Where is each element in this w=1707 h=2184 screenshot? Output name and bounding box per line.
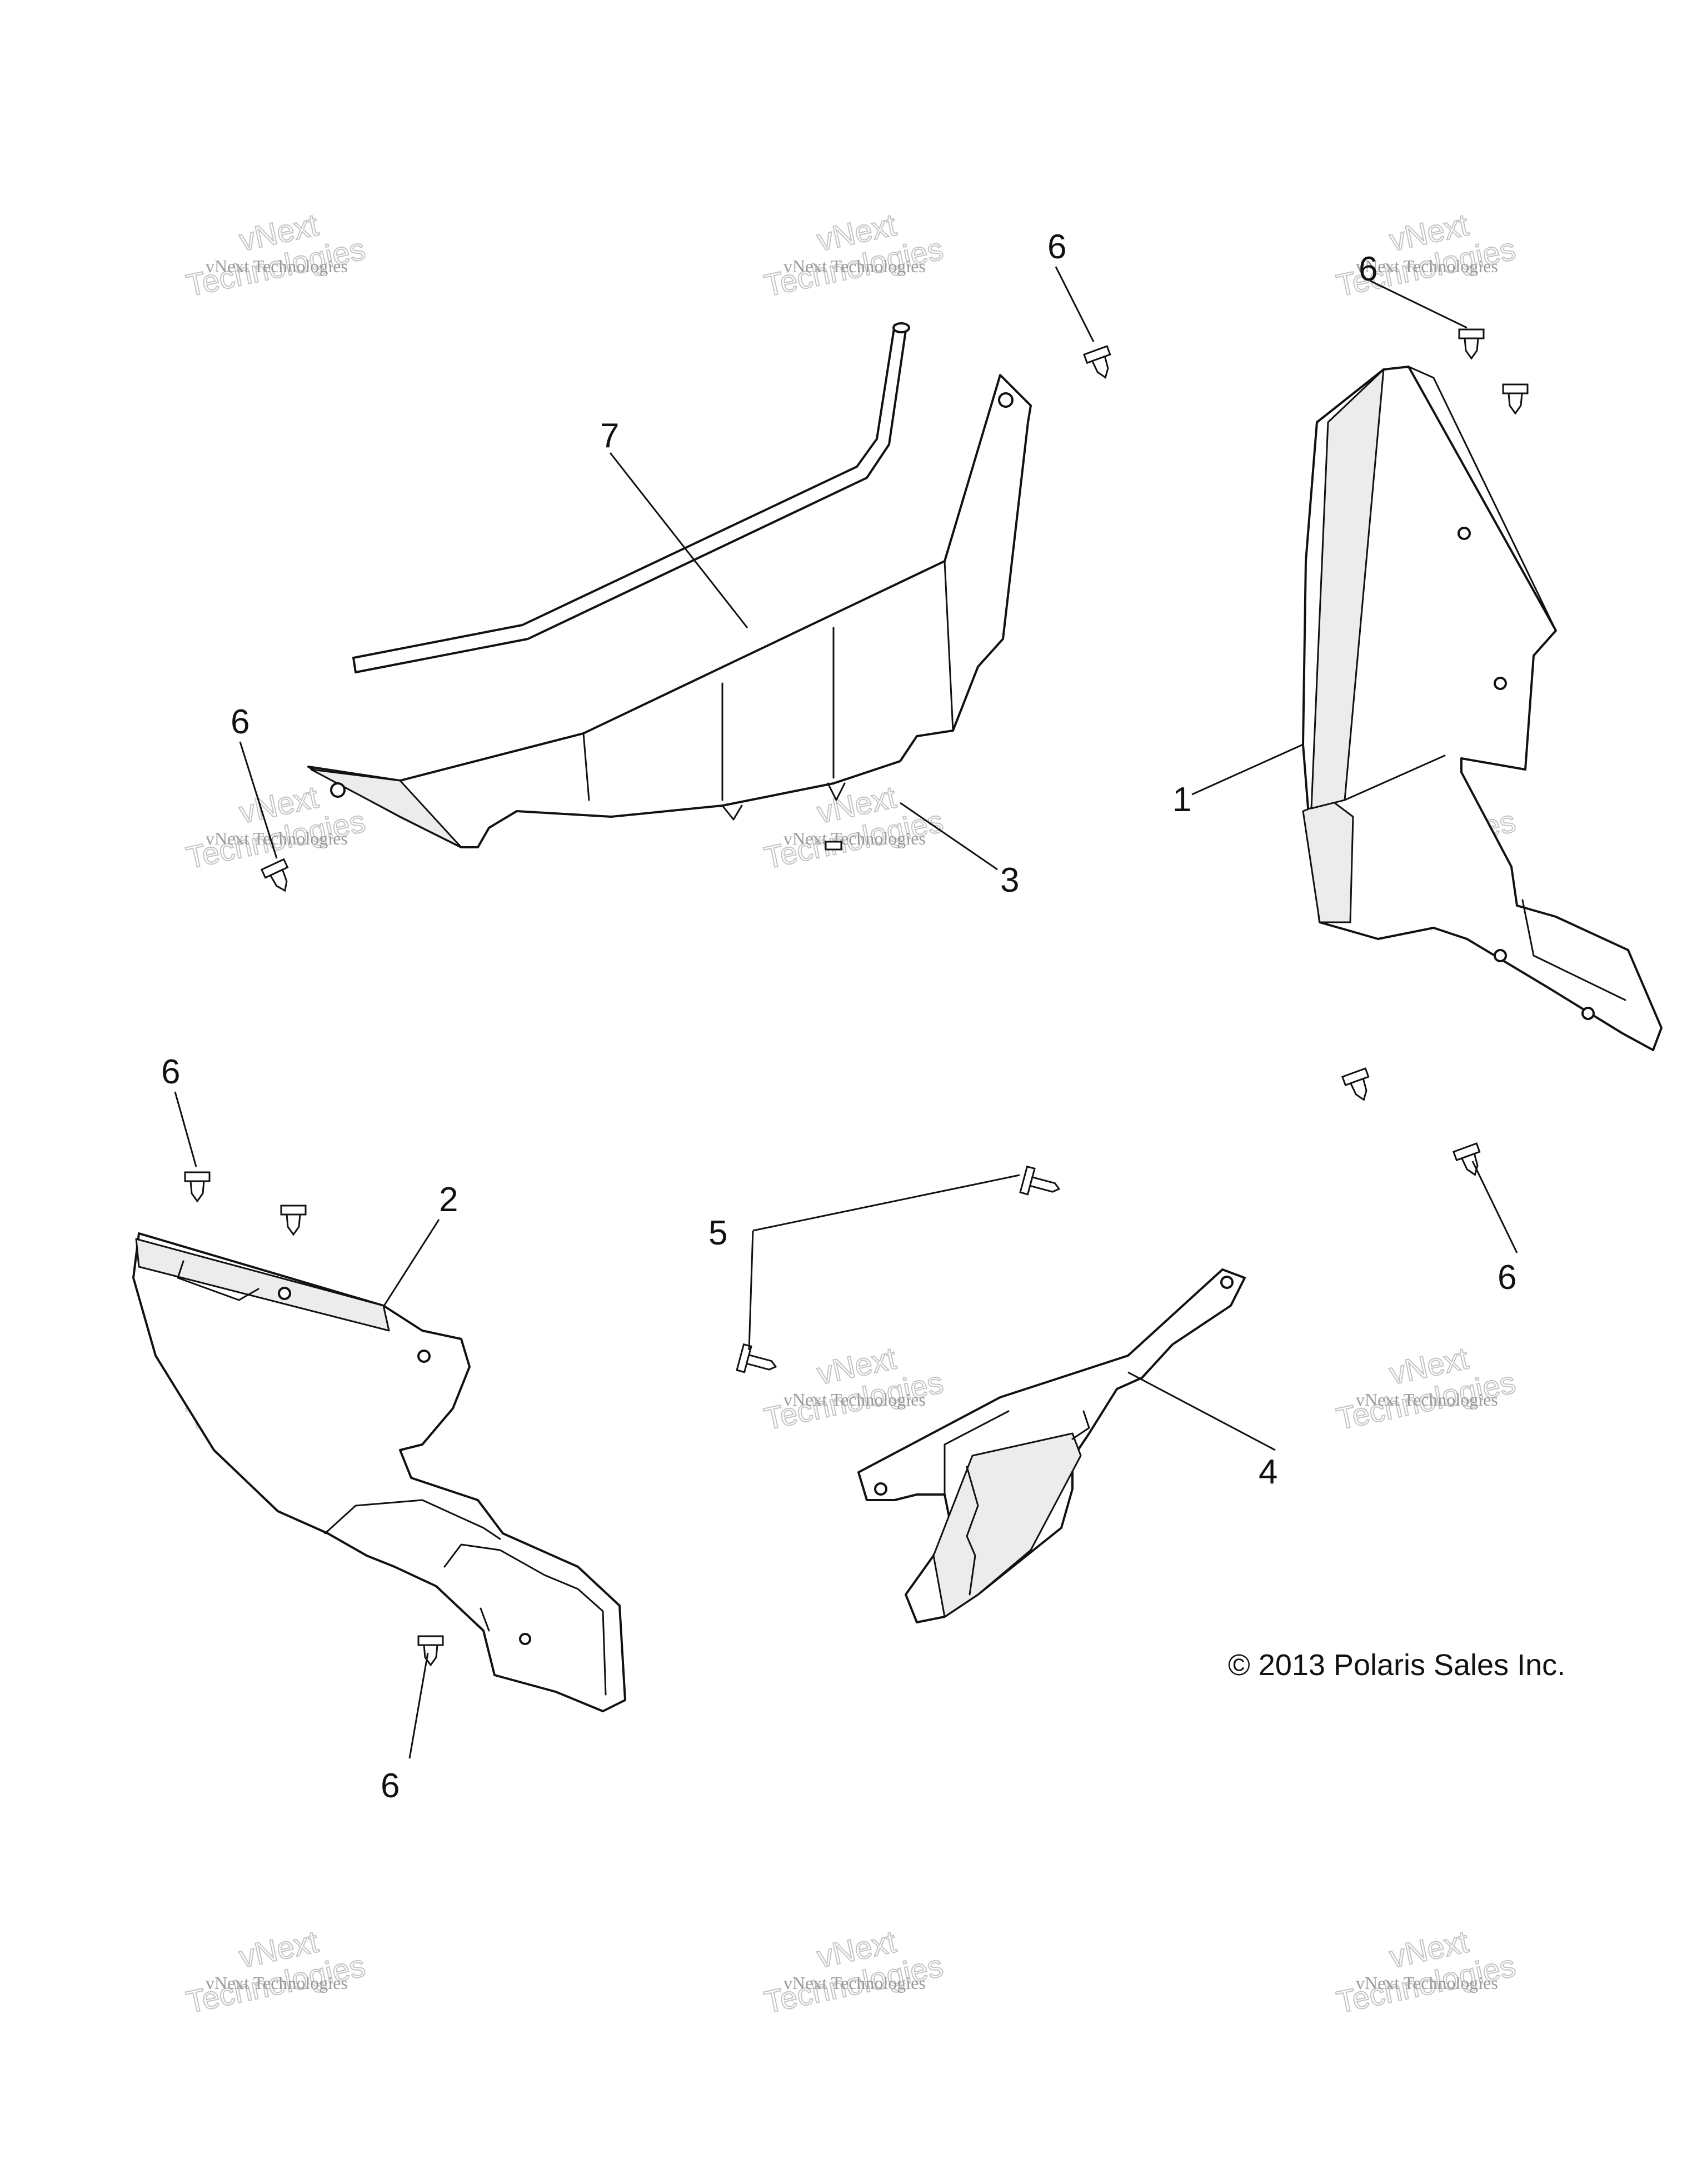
fastener-right-lower-a [1341,1067,1370,1101]
fastener-left-upper-b [280,1205,307,1236]
fastener-5-lower [736,1343,777,1373]
callout-6-left-bottom: 6 [381,1767,400,1805]
fastener-top-right-b [1502,383,1529,415]
leader-lines [174,266,1518,1759]
callout-6-top-right: 6 [1359,250,1377,288]
watermark: Technologies vNext vNext Technologies [183,206,369,303]
svg-text:vNext Technologies: vNext Technologies [783,828,926,848]
svg-text:vNext Technologies: vNext Technologies [1356,1973,1498,1993]
svg-text:vNext Technologies: vNext Technologies [1356,256,1498,276]
callout-6-left-mid: 6 [231,703,249,741]
svg-text:vNext Technologies: vNext Technologies [783,256,926,276]
fastener-left-upper-a [184,1171,211,1203]
watermark: Technologies vNext vNext Technologies [183,1923,369,2020]
callout-labels: 6 6 7 6 1 3 6 2 5 6 4 6 [161,228,1516,1805]
fastener-top-right-a [1458,328,1485,360]
watermark: Technologies vNext vNext Technologies [761,778,947,876]
part-2-panel [132,1232,626,1712]
watermark: Technologies vNext vNext Technologies [1333,1923,1519,2020]
fastener-left-mid [260,858,289,892]
fastener-5-upper [1019,1165,1061,1196]
svg-text:vNext Technologies: vNext Technologies [1356,1390,1498,1410]
part-3-panel [307,374,1032,848]
svg-text:vNext Technologies: vNext Technologies [206,828,348,848]
svg-text:vNext Technologies: vNext Technologies [206,256,348,276]
fastener-left-bottom [417,1635,444,1667]
part-1-panel [1302,366,1663,1051]
callout-7: 7 [600,417,619,455]
svg-text:vNext Technologies: vNext Technologies [206,1973,348,1993]
callout-3: 3 [1000,861,1019,899]
fastener-right-lower-b [1452,1142,1481,1176]
part-4-panel [857,1268,1246,1623]
svg-text:vNext Technologies: vNext Technologies [783,1973,926,1993]
callout-1: 1 [1172,781,1191,819]
callout-6-top-center: 6 [1047,228,1066,266]
watermark: Technologies vNext vNext Technologies [1333,1340,1519,1437]
watermark: Technologies vNext vNext Technologies [761,1340,947,1437]
fastener-top-center [1082,345,1111,379]
callout-2: 2 [439,1181,458,1219]
callout-4: 4 [1259,1453,1277,1491]
callout-6-left-upper: 6 [161,1053,180,1091]
copyright-text: © 2013 Polaris Sales Inc. [1228,1648,1565,1682]
callout-6-right-lower: 6 [1498,1258,1516,1297]
part-7-tube [352,322,910,673]
fastener-panel3-clip [825,841,842,851]
watermark: Technologies vNext vNext Technologies [761,206,947,303]
watermark: Technologies vNext vNext Technologies [761,1923,947,2020]
callout-5: 5 [708,1214,727,1252]
svg-text:vNext Technologies: vNext Technologies [783,1390,926,1410]
